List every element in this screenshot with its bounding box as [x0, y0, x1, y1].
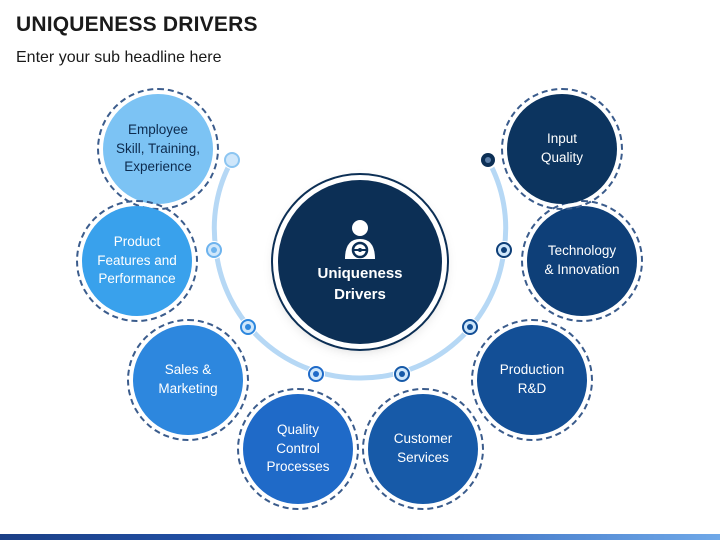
connector-dot	[479, 151, 497, 169]
node-label: Technology & Innovation	[544, 243, 620, 277]
node-label: Product Features and Performance	[97, 233, 177, 287]
node-technology-innovation: Technology & Innovation	[521, 200, 643, 322]
node-product-features: Product Features and Performance	[76, 200, 198, 322]
center-node: Uniqueness Drivers	[278, 180, 442, 344]
node-production-rd: Production R&D	[471, 319, 593, 441]
connector-dot	[495, 241, 513, 259]
center-label: Uniqueness Drivers	[317, 265, 403, 303]
node-label: Customer Services	[393, 431, 453, 465]
node-input-quality: Input Quality	[501, 88, 623, 210]
node-quality-control: Quality Control Processes	[237, 388, 359, 510]
connector-dot	[461, 318, 479, 336]
node-label: Quality Control Processes	[266, 421, 330, 475]
bottom-accent-bar	[0, 534, 720, 540]
node-label: Employee Skill, Training, Experience	[115, 121, 201, 175]
node-sales-marketing: Sales & Marketing	[127, 319, 249, 441]
connector-dot	[239, 318, 257, 336]
node-employee-skill: Employee Skill, Training, Experience	[97, 88, 219, 210]
node-customer-services: Customer Services	[362, 388, 484, 510]
page-subtitle: Enter your sub headline here	[16, 49, 222, 66]
connector-dot	[223, 151, 241, 169]
node-label: Sales & Marketing	[158, 362, 218, 396]
connector-dot	[205, 241, 223, 259]
connector-dot	[307, 365, 325, 383]
node-label: Production R&D	[499, 362, 565, 396]
page-title: UNIQUENESS DRIVERS	[16, 13, 258, 36]
node-label: Input Quality	[540, 131, 584, 165]
connector-dot	[393, 365, 411, 383]
driver-icon	[345, 220, 375, 259]
